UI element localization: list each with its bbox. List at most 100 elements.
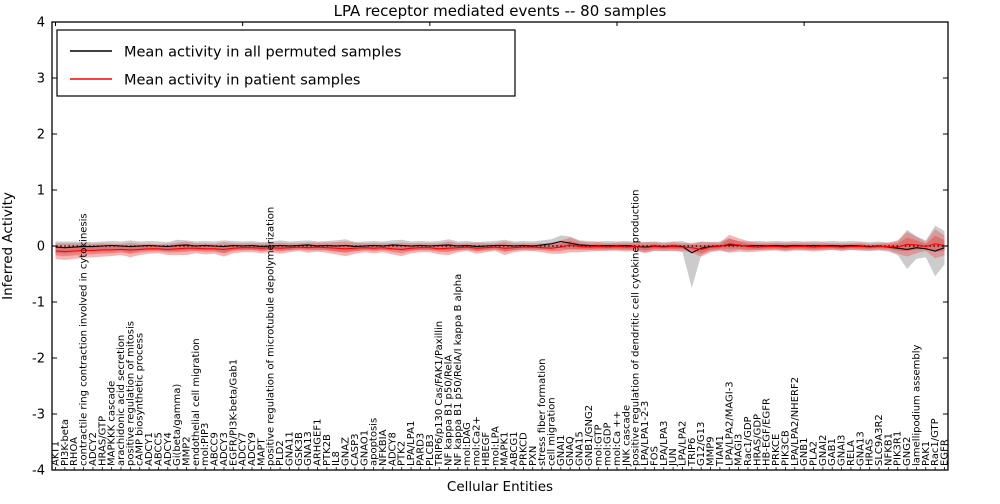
entity-label: SLC9A3R2 bbox=[874, 414, 885, 466]
entity-label: Rac1/GDP bbox=[743, 416, 754, 466]
entity-label: MAPKKK cascade bbox=[107, 381, 118, 466]
entity-label: LPA/LPA1 bbox=[406, 421, 417, 466]
series-lines bbox=[52, 240, 948, 254]
entity-label: GNAQ bbox=[565, 436, 576, 466]
entity-label: ABCC9 bbox=[210, 432, 221, 466]
entity-label: HBEGF bbox=[481, 432, 492, 466]
entity-label: cAMP biosynthetic process bbox=[135, 333, 146, 466]
entity-label: TRIP6/p130 Cas/FAK1/Paxillin bbox=[434, 321, 445, 467]
entity-label: mol:DAG bbox=[462, 422, 473, 466]
entity-label: NF kappa B1 p50/RelA bbox=[444, 355, 455, 466]
entity-label: GNA15 bbox=[575, 431, 586, 466]
entity-label: AKT1 bbox=[51, 441, 62, 466]
entity-label: PAK1 bbox=[921, 441, 932, 466]
entity-label: ADCY1 bbox=[144, 432, 155, 466]
entity-label: GNA13 bbox=[855, 431, 866, 466]
entity-label: HB-EGF/EGFR bbox=[762, 398, 773, 466]
entity-label: PTK2 bbox=[397, 441, 408, 466]
entity-label: ADCY7 bbox=[238, 432, 249, 466]
legend-label-permuted: Mean activity in all permuted samples bbox=[124, 45, 401, 61]
entity-label: ADCY2 bbox=[88, 432, 99, 466]
entity-label: ADCY8 bbox=[387, 432, 398, 466]
entity-label: ARHGEF1 bbox=[313, 419, 324, 467]
entity-label: TRIP6 bbox=[687, 438, 698, 467]
entity-label: apoptosis bbox=[369, 418, 380, 466]
entity-label: mol:PIP3 bbox=[200, 423, 211, 466]
entity-label: PLD2 bbox=[275, 440, 286, 466]
entity-label: ADCY9 bbox=[247, 432, 258, 466]
y-tick-label: 2 bbox=[37, 128, 45, 143]
entity-label: CASP3 bbox=[350, 433, 361, 466]
entity-label: PLCB3 bbox=[425, 434, 436, 466]
entity-label: MMP2 bbox=[182, 436, 193, 466]
entity-label: endothelial cell migration bbox=[191, 338, 202, 466]
entity-label: LPA/LPA3 bbox=[659, 421, 670, 466]
y-tick-label: 4 bbox=[37, 16, 45, 31]
entity-label: PIK3R1 bbox=[893, 431, 904, 466]
patient-mean-line bbox=[55, 243, 945, 253]
y-axis-label: Inferred Activity bbox=[0, 192, 16, 300]
legend-box bbox=[56, 29, 516, 97]
entity-label: mol:GDP bbox=[603, 423, 614, 467]
entity-label: NF kappa B1 p50/RelA/I kappa B alpha bbox=[453, 274, 464, 466]
entity-label: GNA11 bbox=[284, 431, 295, 466]
entity-label: EGFR/PI3K-beta/Gab1 bbox=[228, 359, 239, 466]
entity-label: mol:Ca2+ bbox=[472, 416, 483, 466]
y-tick-label: 3 bbox=[37, 72, 45, 87]
entity-label: GSK3B bbox=[294, 432, 305, 466]
entity-label: TIAM1 bbox=[715, 435, 726, 467]
patient-envelope-band bbox=[55, 229, 945, 260]
entity-label: PRKCE bbox=[771, 434, 782, 466]
y-tick-label: -4 bbox=[32, 464, 45, 479]
entity-label: PI3K-beta bbox=[60, 419, 71, 466]
entity-label: ADCY4 bbox=[163, 432, 174, 466]
entity-label: JUN bbox=[668, 448, 679, 467]
entity-label: PRKCD bbox=[518, 432, 529, 466]
y-tick-label: -1 bbox=[32, 296, 45, 311]
entity-label: JNK cascade bbox=[621, 405, 632, 467]
y-tick-label: 1 bbox=[37, 184, 45, 199]
confidence-bands bbox=[55, 225, 945, 288]
entity-label: mol:Ca ++ bbox=[612, 411, 623, 466]
entity-label: positive regulation of dendritic cell cy… bbox=[631, 190, 642, 466]
entity-label: MAPT bbox=[256, 438, 267, 466]
entity-label: RHOA bbox=[69, 437, 80, 466]
entity-label: PLA2 bbox=[808, 441, 819, 466]
entity-label: RELA bbox=[846, 440, 857, 466]
entity-label: ADCY3 bbox=[219, 432, 230, 466]
chart-title: LPA receptor mediated events -- 80 sampl… bbox=[334, 2, 667, 20]
entity-label: mol:LPA bbox=[490, 426, 501, 466]
entity-label: IL8 bbox=[331, 451, 342, 466]
entity-label: positive regulation of mitosis bbox=[125, 321, 136, 466]
entity-label: GNAZ bbox=[341, 437, 352, 466]
entity-label: ABCC5 bbox=[153, 432, 164, 466]
entity-label: GNG2 bbox=[902, 437, 913, 466]
y-tick-label: 0 bbox=[37, 240, 45, 255]
entity-label: MAPK1 bbox=[500, 432, 511, 466]
permuted-mean-line bbox=[55, 240, 945, 254]
entity-label: G12/G13 bbox=[696, 422, 707, 466]
entity-label: Gi(beta/gamma) bbox=[172, 384, 183, 466]
legend: Mean activity in all permuted samples Me… bbox=[56, 29, 516, 97]
entity-label: GNAI1 bbox=[556, 435, 567, 466]
entity-label: GNA13 bbox=[303, 431, 314, 466]
entity-label: LPA/LPA2 bbox=[677, 421, 688, 466]
entity-label: HRAS/GDP bbox=[752, 414, 763, 466]
entity-label: Rac1/GTP bbox=[930, 418, 941, 466]
entity-label: mol:GTP bbox=[593, 424, 604, 466]
entity-label: PTK2B bbox=[322, 434, 333, 466]
entity-label: GNAO1 bbox=[359, 430, 370, 466]
entity-label: positive regulation of microtubule depol… bbox=[266, 207, 277, 466]
x-axis-label: Cellular Entities bbox=[447, 479, 553, 495]
entity-label: MMP9 bbox=[706, 436, 717, 466]
entity-label: EGFR bbox=[940, 439, 951, 466]
entity-label: LPA/LPA1-2-3 bbox=[640, 401, 651, 466]
entity-label: LPA/LPA2/MAGI-3 bbox=[724, 381, 735, 466]
y-tick-label: -3 bbox=[32, 408, 45, 423]
entity-label: NFKBIA bbox=[378, 429, 389, 466]
entity-label: stress fiber formation bbox=[537, 359, 548, 466]
